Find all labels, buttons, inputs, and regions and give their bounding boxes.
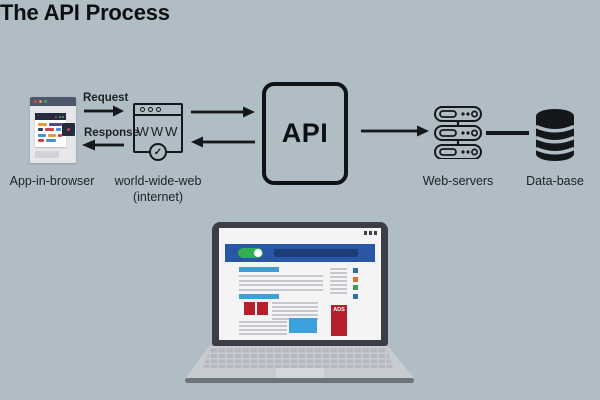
blue-square-icon: [353, 268, 358, 273]
www-label: world-wide-web (internet): [106, 173, 210, 205]
response-arrow-icon: [82, 139, 124, 151]
request-label: Request: [83, 92, 129, 104]
green-dot-icon: [62, 115, 64, 118]
green-dot-icon: [58, 115, 61, 118]
toggle-switch-icon: [238, 248, 263, 258]
laptop-screen: ADS: [219, 228, 381, 340]
green-dot-icon: [44, 100, 47, 103]
laptop-illustration: ADS: [185, 220, 415, 386]
world-wide-web-icon: WWW ✓: [133, 103, 183, 161]
text-line: [330, 272, 347, 274]
yellow-dot-icon: [39, 100, 42, 103]
check-circle-icon: ✓: [149, 143, 167, 161]
www-text: WWW: [136, 124, 180, 139]
orange-bar: [38, 122, 47, 126]
www-label-line2: (internet): [132, 190, 184, 204]
page-title: The API Process: [0, 0, 170, 25]
text-line: [239, 279, 323, 282]
www-titlebar: [135, 105, 181, 116]
laptop-keyboard: [203, 347, 393, 368]
browser-titlebar: [30, 97, 76, 106]
servers-to-database-line: [486, 131, 529, 135]
app-in-browser-icon: [30, 97, 76, 163]
web-servers-icon: [434, 106, 482, 159]
blue-bar: [56, 128, 61, 131]
section-heading-bar: [239, 294, 279, 299]
www-label-line1: world-wide-web: [114, 174, 202, 188]
ads-banner: ADS: [331, 305, 347, 336]
content-row: [38, 139, 63, 142]
circle-icon: [140, 107, 145, 112]
laptop-touchpad: [276, 368, 324, 379]
article-text-lines: [239, 275, 323, 291]
circle-icon: [156, 107, 161, 112]
webpage-header: [225, 244, 375, 262]
purple-bar: [49, 122, 62, 126]
red-bar: [38, 139, 44, 142]
app-content-lines: [35, 120, 66, 145]
app-in-browser-label: App-in-browser: [9, 174, 95, 188]
blue-bar: [38, 133, 46, 137]
image-placeholder: [244, 302, 255, 315]
web-servers-label: Web-servers: [422, 174, 494, 188]
api-box: API: [262, 82, 348, 185]
section-heading-bar: [239, 267, 279, 272]
red-bar: [58, 133, 62, 137]
video-thumb-icon: [62, 123, 75, 136]
app-window: [35, 113, 66, 147]
text-line: [239, 329, 287, 331]
content-row: [38, 128, 63, 131]
text-line: [272, 314, 318, 316]
blue-bar: [46, 139, 56, 142]
app-window-titlebar: [35, 113, 66, 120]
red-bar: [45, 128, 54, 131]
text-line: [330, 268, 347, 270]
image-placeholder: [257, 302, 268, 315]
text-line: [272, 310, 318, 312]
text-line: [272, 306, 318, 308]
orange-bar: [48, 133, 56, 137]
circle-icon: [148, 107, 153, 112]
text-line: [239, 275, 323, 277]
text-line: [330, 284, 347, 286]
text-line: [239, 333, 287, 335]
content-row: [38, 122, 63, 126]
text-line: [330, 280, 347, 282]
text-line: [330, 288, 347, 290]
red-dot-icon: [34, 100, 37, 103]
social-icons: [353, 268, 358, 299]
browser-footer: [35, 151, 59, 158]
menu-dots-icon: [363, 231, 377, 235]
text-line: [239, 284, 323, 286]
orange-square-icon: [353, 276, 358, 282]
sidebar-text-lines: [330, 268, 347, 294]
search-bar: [274, 249, 358, 257]
image-placeholder: [289, 318, 317, 333]
text-line: [330, 276, 347, 278]
red-dot-icon: [55, 115, 57, 118]
text-line: [239, 325, 287, 327]
text-line: [330, 292, 347, 294]
green-square-icon: [353, 285, 358, 290]
api-to-servers-arrow-icon: [361, 125, 429, 137]
text-line: [239, 288, 323, 291]
text-line: [239, 321, 287, 323]
response-label: Response: [84, 127, 139, 139]
navy-bar: [38, 128, 43, 131]
text-line: [272, 302, 318, 304]
database-label: Data-base: [526, 174, 584, 188]
article-text-lines: [272, 302, 318, 320]
api-to-www-arrow-icon: [191, 136, 255, 148]
article-text-lines: [239, 321, 287, 335]
api-label: API: [281, 118, 329, 148]
request-arrow-icon: [84, 105, 124, 117]
content-row: [38, 133, 63, 137]
www-to-api-arrow-icon: [191, 106, 255, 118]
database-icon: [535, 109, 575, 161]
laptop-bottom-edge: [185, 378, 414, 383]
blue-square-icon: [353, 293, 358, 299]
toggle-knob: [254, 249, 262, 257]
